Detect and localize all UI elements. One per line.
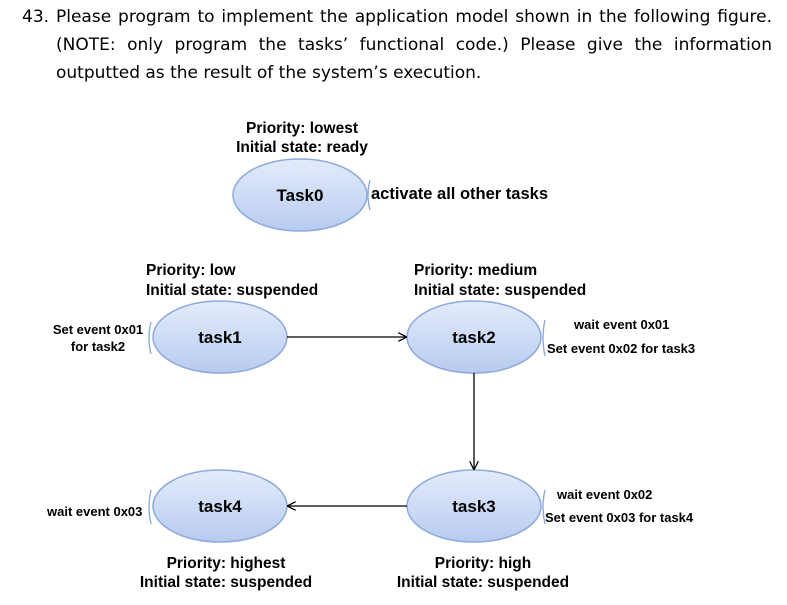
question-line-3: outputted as the result of the system’s … — [56, 63, 482, 83]
task1-note-bracket — [148, 321, 152, 355]
question-line-2: (NOTE: only program the tasks’ functiona… — [56, 35, 772, 55]
task2-initial-state: Initial state: suspended — [414, 282, 586, 299]
task3-label: task3 — [452, 497, 495, 516]
task2-note-bracket — [542, 319, 546, 357]
question-line-1: Please program to implement the applicat… — [56, 7, 772, 27]
task3-note-set: Set event 0x03 for task4 — [545, 510, 694, 525]
task0-note: activate all other tasks — [371, 185, 548, 203]
task4-note-wait: wait event 0x03 — [46, 504, 142, 519]
task4-initial-state: Initial state: suspended — [140, 574, 312, 591]
task2-note-wait: wait event 0x01 — [573, 317, 669, 332]
task1-note-line1: Set event 0x01 — [53, 322, 143, 337]
task3-note-bracket — [542, 489, 546, 525]
task1-note-line2: for task2 — [71, 339, 125, 354]
question-number: 43. — [22, 7, 50, 27]
task2-priority: Priority: medium — [414, 262, 537, 279]
task0-node — [232, 158, 368, 232]
task1-label: task1 — [198, 328, 241, 347]
task3-initial-state: Initial state: suspended — [397, 574, 569, 591]
task4-note-bracket — [148, 489, 152, 525]
task4-priority: Priority: highest — [167, 555, 286, 572]
task4-label: task4 — [198, 497, 242, 516]
task1-priority: Priority: low — [146, 262, 237, 279]
task0-note-bracket — [367, 179, 371, 211]
task2-note-set: Set event 0x02 for task3 — [547, 341, 695, 356]
task4-node — [152, 469, 288, 543]
task2-label: task2 — [452, 328, 495, 347]
task3-note-wait: wait event 0x02 — [556, 487, 652, 502]
task0-label: Task0 — [277, 186, 324, 205]
task0-initial-state: Initial state: ready — [236, 139, 368, 156]
task0-priority: Priority: lowest — [246, 120, 358, 137]
question-text: 43. Please program to implement the appl… — [22, 3, 772, 87]
task3-priority: Priority: high — [435, 555, 531, 572]
task1-initial-state: Initial state: suspended — [146, 282, 318, 299]
